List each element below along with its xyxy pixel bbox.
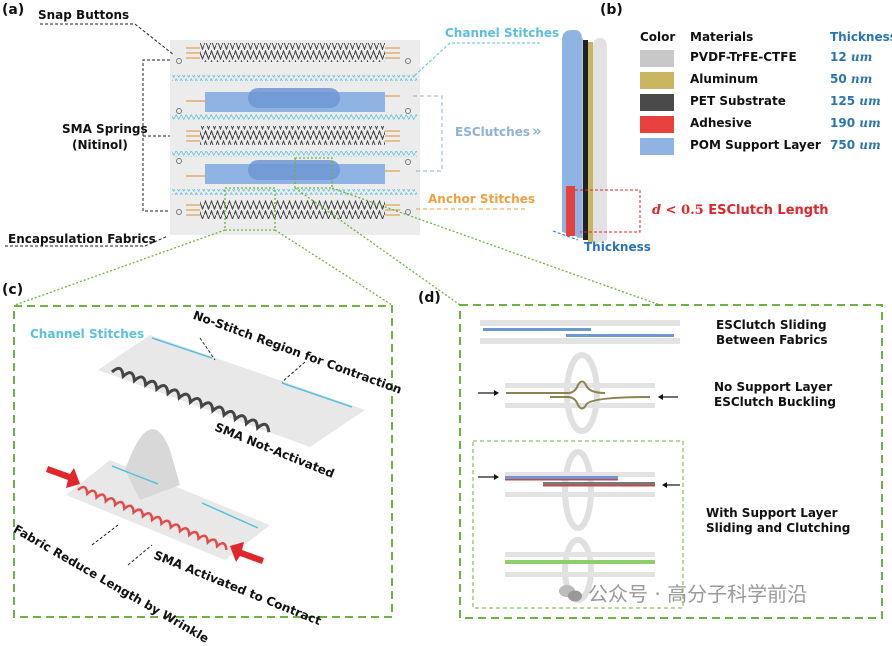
panel-c-label: (c) <box>2 282 24 298</box>
legend-row: Aluminum 50 nm <box>640 70 890 90</box>
channel-stitches-bottom <box>111 465 259 529</box>
legend-row: Adhesive 190 um <box>640 114 890 134</box>
anchor-stitches-label: Anchor Stitches <box>428 192 535 206</box>
esclutch-1 <box>205 88 385 112</box>
sma-springs-label: SMA Springs <box>62 122 148 136</box>
row1-label-line2: Between Fabrics <box>716 333 828 347</box>
thickness-number: 750 <box>830 138 856 152</box>
thickness-number: 125 <box>830 94 856 108</box>
legend-row: PET Substrate 125 um <box>640 92 890 112</box>
channel-stitches-label: Channel Stitches <box>445 26 560 40</box>
sma-springs-sublabel: (Nitinol) <box>72 138 128 152</box>
legend-header-thickness: Thickness <box>830 30 892 44</box>
row2-label-line2: ESClutch Buckling <box>714 395 837 409</box>
fabric-bottom <box>66 460 270 560</box>
legend-row: POM Support Layer 750 um <box>640 136 890 156</box>
legend-row: PVDF-TrFE-CTFE 12 um <box>640 48 890 68</box>
material-name: POM Support Layer <box>690 138 821 152</box>
sma-coil-activated <box>77 485 228 551</box>
fabric-top <box>98 335 365 447</box>
support-sliding-diagram <box>478 449 680 531</box>
anchor-stitches <box>186 47 400 216</box>
panel-d-inner-frame <box>472 440 684 609</box>
row3-label-line1: With Support Layer <box>706 506 838 520</box>
color-swatch <box>640 50 674 67</box>
material-name: PVDF-TrFE-CTFE <box>690 50 797 64</box>
panel-d-frame <box>459 304 883 619</box>
thickness-number: 50 <box>830 72 847 86</box>
thickness-unit: nm <box>850 72 873 86</box>
thickness-number: 12 <box>830 50 847 64</box>
thickness-axis-label: Thickness <box>584 240 651 254</box>
watermark: 公众号 · 高分子科学前沿 <box>588 582 808 606</box>
color-swatch <box>640 72 674 89</box>
sliding-diagram <box>480 320 680 344</box>
fabric-wrinkle <box>125 429 180 500</box>
material-name: Adhesive <box>690 116 752 130</box>
panel-d-label: (d) <box>418 290 441 306</box>
panel-b-label: (b) <box>600 2 623 18</box>
color-swatch <box>640 116 674 133</box>
thickness-value: 190 um <box>830 116 881 130</box>
material-name: PET Substrate <box>690 94 786 108</box>
d-variable: d <box>652 203 662 218</box>
channel-stitches-top <box>151 337 353 408</box>
d-operator: < <box>665 203 677 218</box>
material-name: Aluminum <box>690 72 759 86</box>
legend-header-color: Color <box>640 30 676 44</box>
figure-graphics <box>5 23 883 619</box>
channel-stitch-rows <box>172 75 417 195</box>
esclutch-layer-stack <box>562 30 607 244</box>
esclutches-label: ESClutches <box>455 125 530 139</box>
row2-label-line1: No Support Layer <box>714 380 833 394</box>
color-swatch <box>640 138 674 155</box>
thickness-value: 50 nm <box>830 72 872 86</box>
sma-spring-row-1 <box>200 43 385 62</box>
thickness-unit: um <box>859 94 881 108</box>
d-number: 0.5 <box>681 203 704 218</box>
sma-coil-not-activated <box>110 366 271 433</box>
row3-label-line2: Sliding and Clutching <box>706 521 851 535</box>
panel-c-frame <box>13 305 393 618</box>
row1-label-line1: ESClutch Sliding <box>716 318 827 332</box>
compression-arrows <box>46 466 264 564</box>
thickness-unit: um <box>859 116 881 130</box>
channel-stitches-label-c: Channel Stitches <box>30 327 145 341</box>
thickness-value: 750 um <box>830 138 881 152</box>
panel-a-label: (a) <box>2 2 25 18</box>
d-text: ESClutch Length <box>708 203 829 218</box>
snap-buttons <box>176 58 411 215</box>
encapsulation-fabrics-label: Encapsulation Fabrics <box>8 232 156 246</box>
buckling-diagram <box>478 352 678 434</box>
legend-header-materials: Materials <box>690 30 754 44</box>
snap-buttons-label: Snap Buttons <box>38 8 130 22</box>
wechat-icon <box>559 585 582 602</box>
thickness-value: 125 um <box>830 94 881 108</box>
sma-spring-row-3 <box>200 200 385 219</box>
thickness-number: 190 <box>830 116 856 130</box>
sma-spring-row-2 <box>200 126 385 145</box>
d-condition-label: d < 0.5 ESClutch Length <box>652 203 829 218</box>
double-chevron-icon: » <box>532 122 542 140</box>
color-swatch <box>640 94 674 111</box>
thickness-unit: um <box>850 50 873 64</box>
thickness-value: 12 um <box>830 50 872 64</box>
thickness-unit: um <box>859 138 881 152</box>
